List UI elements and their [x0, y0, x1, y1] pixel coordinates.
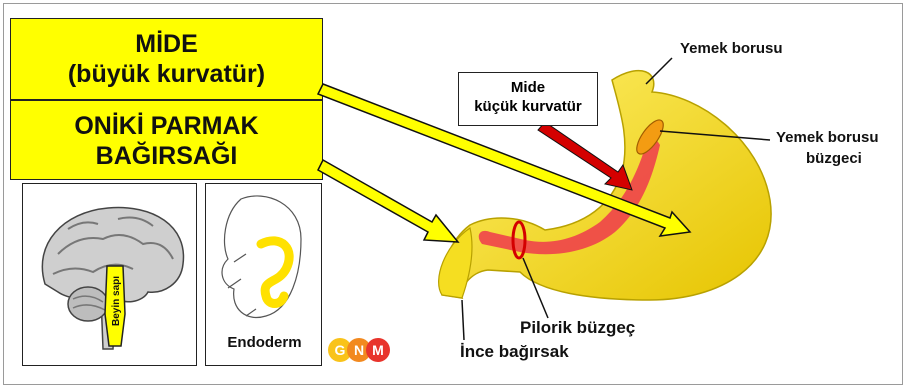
small-intestine-label: İnce bağırsak — [460, 342, 569, 362]
pyloric-sphincter-label: Pilorik büzgeç — [520, 318, 635, 338]
embryo-illustration — [206, 184, 323, 324]
lesser-curvature-line2: küçük kurvatür — [459, 98, 597, 115]
duodenum-title-box: ONİKİ PARMAK BAĞIRSAĞI — [10, 100, 323, 180]
stomach-title: MİDE — [11, 29, 322, 59]
gnm-logo: G N M — [328, 338, 408, 362]
endoderm-label: Endoderm — [206, 334, 323, 351]
embryo-panel: Endoderm — [205, 183, 322, 366]
esophageal-sphincter-label-2: büzgeci — [806, 150, 862, 167]
stomach-subtitle: (büyük kurvatür) — [11, 59, 322, 89]
duodenum-title-line2: BAĞIRSAĞI — [11, 141, 322, 171]
esophageal-sphincter-label-1: Yemek borusu — [776, 129, 879, 146]
brain-illustration: Beyin sapı — [23, 184, 198, 367]
lesser-curvature-box: Mide küçük kurvatür — [458, 72, 598, 126]
esophagus-label: Yemek borusu — [680, 40, 783, 57]
brain-panel: Beyin sapı — [22, 183, 197, 366]
brainstem-label: Beyin sapı — [111, 276, 122, 326]
logo-m: M — [366, 338, 390, 362]
stomach-title-box: MİDE (büyük kurvatür) — [10, 18, 323, 100]
lesser-curvature-line1: Mide — [459, 79, 597, 96]
duodenum-title-line1: ONİKİ PARMAK — [11, 111, 322, 141]
